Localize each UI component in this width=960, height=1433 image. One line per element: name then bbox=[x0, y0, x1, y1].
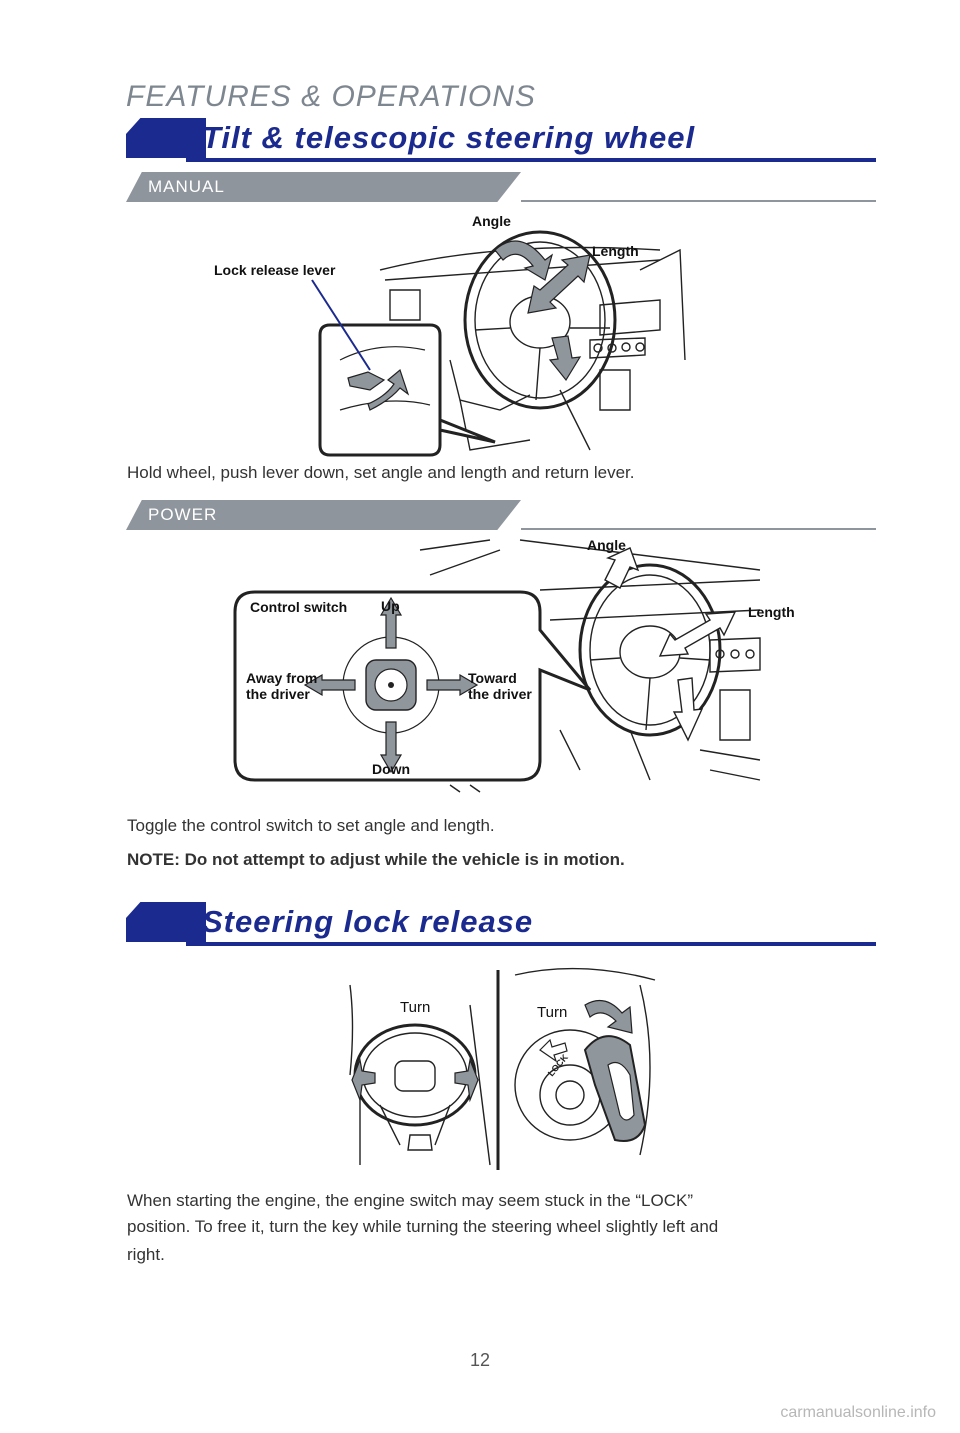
power-tab-bar bbox=[126, 500, 521, 530]
power-subheading: POWER bbox=[126, 500, 876, 530]
heading-tab bbox=[126, 902, 206, 942]
down-label: Down bbox=[372, 761, 411, 777]
section-title: FEATURES & OPERATIONS bbox=[126, 80, 536, 113]
power-tab-label: POWER bbox=[148, 505, 218, 524]
lock-illustration: LOCK bbox=[349, 967, 656, 1170]
lock-direction-arrow bbox=[539, 1038, 568, 1063]
toward-label-1: Toward bbox=[468, 670, 517, 686]
power-length-arrow bbox=[658, 611, 737, 657]
down-arrow bbox=[548, 335, 582, 382]
lock-caption-1: When starting the engine, the engine swi… bbox=[127, 1191, 693, 1210]
turn-left-label: Turn bbox=[400, 999, 431, 1016]
watermark: carmanualsonline.info bbox=[780, 1404, 936, 1421]
manual-tab-bar bbox=[126, 172, 521, 202]
power-illustration bbox=[233, 539, 761, 793]
up-arrow bbox=[379, 596, 403, 649]
lever-callout-line bbox=[311, 279, 371, 371]
up-label: Up bbox=[381, 598, 400, 614]
steering-wheel bbox=[463, 230, 617, 410]
heading-tab bbox=[126, 118, 206, 158]
power-note: NOTE: Do not attempt to adjust while the… bbox=[127, 850, 625, 869]
power-length-label: Length bbox=[748, 604, 795, 620]
manual-illustration bbox=[311, 230, 686, 457]
control-switch-label: Control switch bbox=[250, 599, 348, 615]
turn-left-arrow bbox=[351, 1057, 376, 1103]
length-arrow bbox=[527, 254, 591, 314]
turn-right-arrow bbox=[454, 1057, 479, 1103]
tilt-heading: Tilt & telescopic steering wheel bbox=[202, 120, 696, 155]
power-angle-label: Angle bbox=[587, 537, 626, 553]
turn-right-label: Turn bbox=[537, 1004, 568, 1021]
away-arrow bbox=[303, 673, 356, 697]
power-down-arrow bbox=[672, 677, 704, 742]
page-number: 12 bbox=[469, 1350, 491, 1370]
key-turn-arrow bbox=[584, 999, 633, 1034]
manual-tab-line bbox=[521, 200, 876, 202]
down-switch-arrow bbox=[379, 721, 403, 774]
toward-label-2: the driver bbox=[468, 686, 532, 702]
lock-caption-2: position. To free it, turn the key while… bbox=[127, 1217, 719, 1236]
vent-icon bbox=[389, 289, 421, 321]
heading-rule bbox=[186, 158, 876, 162]
angle-arrow bbox=[494, 240, 554, 281]
manual-tab-label: MANUAL bbox=[148, 177, 225, 196]
lever-icon bbox=[347, 371, 386, 391]
lock-caption-3: right. bbox=[127, 1245, 165, 1264]
manual-lever-label: Lock release lever bbox=[214, 262, 336, 278]
lock-heading-band: Steering lock release bbox=[126, 902, 876, 948]
lock-heading: Steering lock release bbox=[202, 904, 534, 939]
manual-angle-label: Angle bbox=[472, 213, 511, 229]
tilt-heading-band: Tilt & telescopic steering wheel bbox=[126, 118, 876, 164]
toward-arrow bbox=[426, 673, 479, 697]
heading-rule bbox=[186, 942, 876, 946]
power-steering-wheel bbox=[578, 563, 722, 737]
manual-length-label: Length bbox=[592, 243, 639, 259]
power-caption: Toggle the control switch to set angle a… bbox=[127, 816, 495, 835]
away-label-2: the driver bbox=[246, 686, 310, 702]
power-angle-arrow bbox=[604, 547, 640, 589]
lever-arrow bbox=[367, 368, 410, 411]
power-tab-line bbox=[521, 528, 876, 530]
away-label-1: Away from bbox=[246, 670, 318, 686]
manual-subheading: MANUAL bbox=[126, 172, 876, 202]
manual-caption: Hold wheel, push lever down, set angle a… bbox=[127, 463, 635, 482]
inset-frame bbox=[318, 323, 496, 457]
